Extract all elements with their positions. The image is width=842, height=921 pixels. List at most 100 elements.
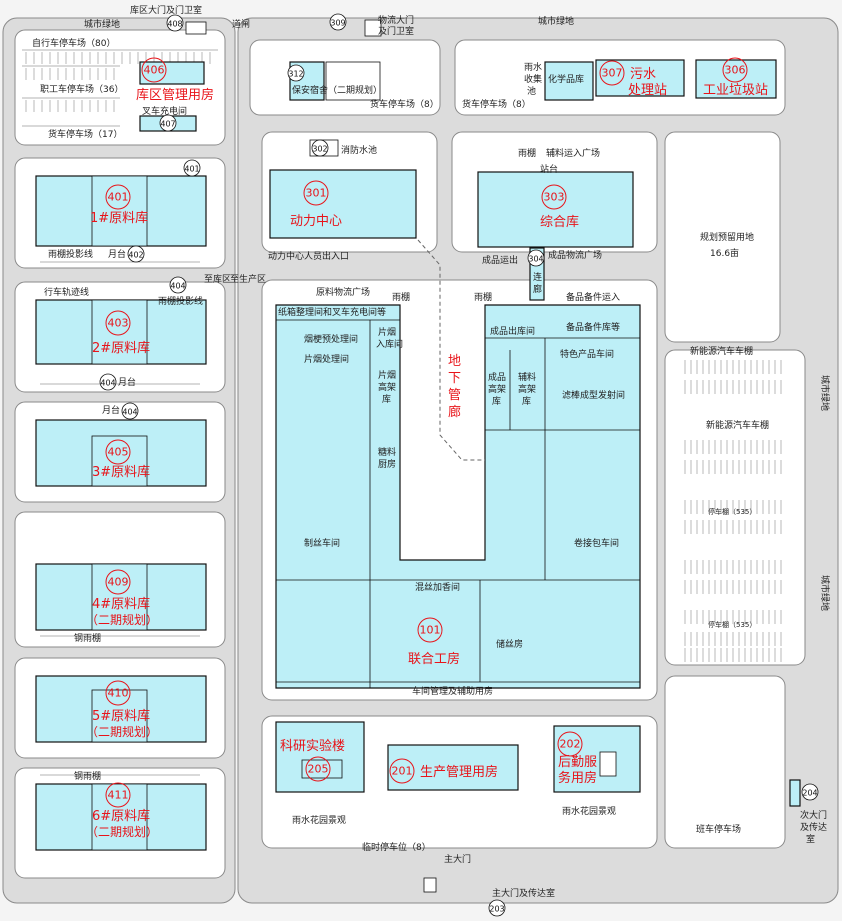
label-corridor-2: 廊 xyxy=(533,283,542,295)
label-aux-hb-3: 库 xyxy=(522,395,531,407)
label-shed-535b: 停车棚（535） xyxy=(708,620,756,629)
label-staff-parking: 职工车停车场（36） xyxy=(40,83,123,95)
label-main-gate-room: 主大门及传达室 xyxy=(492,887,555,899)
number-circle-n303 xyxy=(541,184,567,210)
number-circle-n404c xyxy=(121,402,139,420)
label-aux-hb-2: 高架 xyxy=(518,383,536,395)
number-n401a: 401 xyxy=(184,165,199,174)
label-cut-workshop: 制丝车间 xyxy=(304,537,340,549)
label-shed-535a: 停车棚（535） xyxy=(708,507,756,516)
number-n409: 409 xyxy=(108,576,129,589)
label-city-green-tl: 城市绿地 xyxy=(84,18,120,30)
label-410-2: （二期规划） xyxy=(86,724,158,739)
label-underground-3: 管 xyxy=(448,388,461,403)
label-city-green-r2: 城市绿地 xyxy=(819,575,831,611)
underground-tunnel xyxy=(417,239,485,461)
number-n404a: 404 xyxy=(170,282,185,291)
label-411-1: 6#原料库 xyxy=(92,808,150,824)
number-circle-n401a xyxy=(183,159,201,177)
number-n101: 101 xyxy=(420,624,441,637)
label-truck-parking-17: 货车停车场（17） xyxy=(48,128,122,140)
number-circle-n201 xyxy=(389,758,415,784)
label-gate-left: 库区大门及门卫室 xyxy=(130,4,202,16)
label-reserve-1: 规划预留用地 xyxy=(700,231,754,243)
label-firepool: 消防水池 xyxy=(341,144,377,156)
label-piece-hb-3: 库 xyxy=(382,393,391,405)
label-fp-hb-3: 库 xyxy=(492,395,501,407)
label-power-entry: 动力中心人员出入口 xyxy=(268,250,349,262)
building-410-core xyxy=(91,689,148,743)
number-n202: 202 xyxy=(560,738,581,751)
label-aux-square: 辅料运入广场 xyxy=(546,147,600,159)
label-to-production: 至生产区 xyxy=(230,273,266,285)
label-101: 联合工房 xyxy=(408,651,460,667)
label-rain-garden2: 雨水花园景观 xyxy=(562,805,616,817)
number-n303: 303 xyxy=(544,191,565,204)
number-circle-n406 xyxy=(141,57,167,83)
number-n205: 205 xyxy=(308,763,329,776)
number-circle-n301 xyxy=(303,180,329,206)
number-n201: 201 xyxy=(392,765,413,778)
label-307-2: 处理站 xyxy=(628,83,667,98)
label-rain-shed-303: 雨棚 xyxy=(518,147,536,159)
number-circle-n410 xyxy=(105,680,131,706)
label-crane-line: 行车轨迹线 xyxy=(44,286,89,298)
number-circle-n409 xyxy=(105,569,131,595)
number-n304: 304 xyxy=(528,255,543,264)
building-401-core xyxy=(91,175,148,247)
building-101-partitions xyxy=(276,319,640,688)
parking-stalls-west xyxy=(22,49,218,127)
building-306 xyxy=(695,59,777,99)
number-circle-n404a xyxy=(169,276,187,294)
number-n402: 402 xyxy=(128,251,143,260)
number-circle-n304 xyxy=(527,249,545,267)
number-n403: 403 xyxy=(108,317,129,330)
label-rain-shed-right: 雨棚 xyxy=(474,291,492,303)
label-main-gate: 主大门 xyxy=(444,853,471,865)
building-201 xyxy=(387,744,519,791)
label-201: 生产管理用房 xyxy=(420,764,498,780)
number-n407: 407 xyxy=(160,120,175,129)
building-303 xyxy=(477,171,634,248)
label-fp-hb-2: 高架 xyxy=(488,383,506,395)
number-circle-n307 xyxy=(599,60,625,86)
label-corridor-1: 连 xyxy=(533,271,542,283)
gate-house-left xyxy=(185,21,207,35)
number-n203: 203 xyxy=(489,905,504,914)
block-shuttle xyxy=(664,675,786,849)
label-rain-shed-101: 雨棚 xyxy=(392,291,410,303)
building-312-phase2 xyxy=(325,61,381,101)
label-finished-io: 成品出库间 xyxy=(490,325,535,337)
number-circle-n204 xyxy=(801,783,819,801)
label-410-1: 5#原料库 xyxy=(92,708,150,724)
building-205-inner xyxy=(301,759,343,779)
label-yuetai-404a: 月台 xyxy=(118,376,136,388)
label-finished-square: 成品物流广场 xyxy=(548,249,602,261)
label-leaf-sort: 纸箱整理间和叉车充电间等 xyxy=(278,306,386,318)
label-finished-out: 成品运出 xyxy=(482,254,518,266)
number-circle-n203 xyxy=(488,899,506,917)
gate-house-204 xyxy=(789,779,801,807)
label-409-1: 4#原料库 xyxy=(92,596,150,612)
building-405-core xyxy=(91,435,148,487)
label-piece-in-2: 入库间 xyxy=(376,338,403,350)
label-yuetai-404b: 月台 xyxy=(102,404,120,416)
block-reserve xyxy=(664,131,781,343)
label-306: 工业垃圾站 xyxy=(703,83,768,98)
number-circle-n407 xyxy=(159,114,177,132)
label-piece-hb-2: 高架 xyxy=(378,381,396,393)
building-202 xyxy=(553,725,641,793)
label-dorm: 保安宿舍 xyxy=(292,84,328,96)
label-307-1: 污水 xyxy=(630,67,656,82)
label-ev-shed2: 新能源汽车车棚 xyxy=(706,419,769,431)
number-n401: 401 xyxy=(108,191,129,204)
label-yuetai-402: 月台 xyxy=(108,248,126,260)
label-411-2: （二期规划） xyxy=(86,824,158,839)
label-underground-1: 地 xyxy=(448,354,461,369)
label-to-storage: 至库区 xyxy=(204,273,231,285)
label-filter-rod: 滤棒成型发射间 xyxy=(562,389,625,401)
label-road: 道闸 xyxy=(232,18,250,30)
number-n410: 410 xyxy=(108,687,129,700)
ev-parking-stalls xyxy=(684,360,782,662)
